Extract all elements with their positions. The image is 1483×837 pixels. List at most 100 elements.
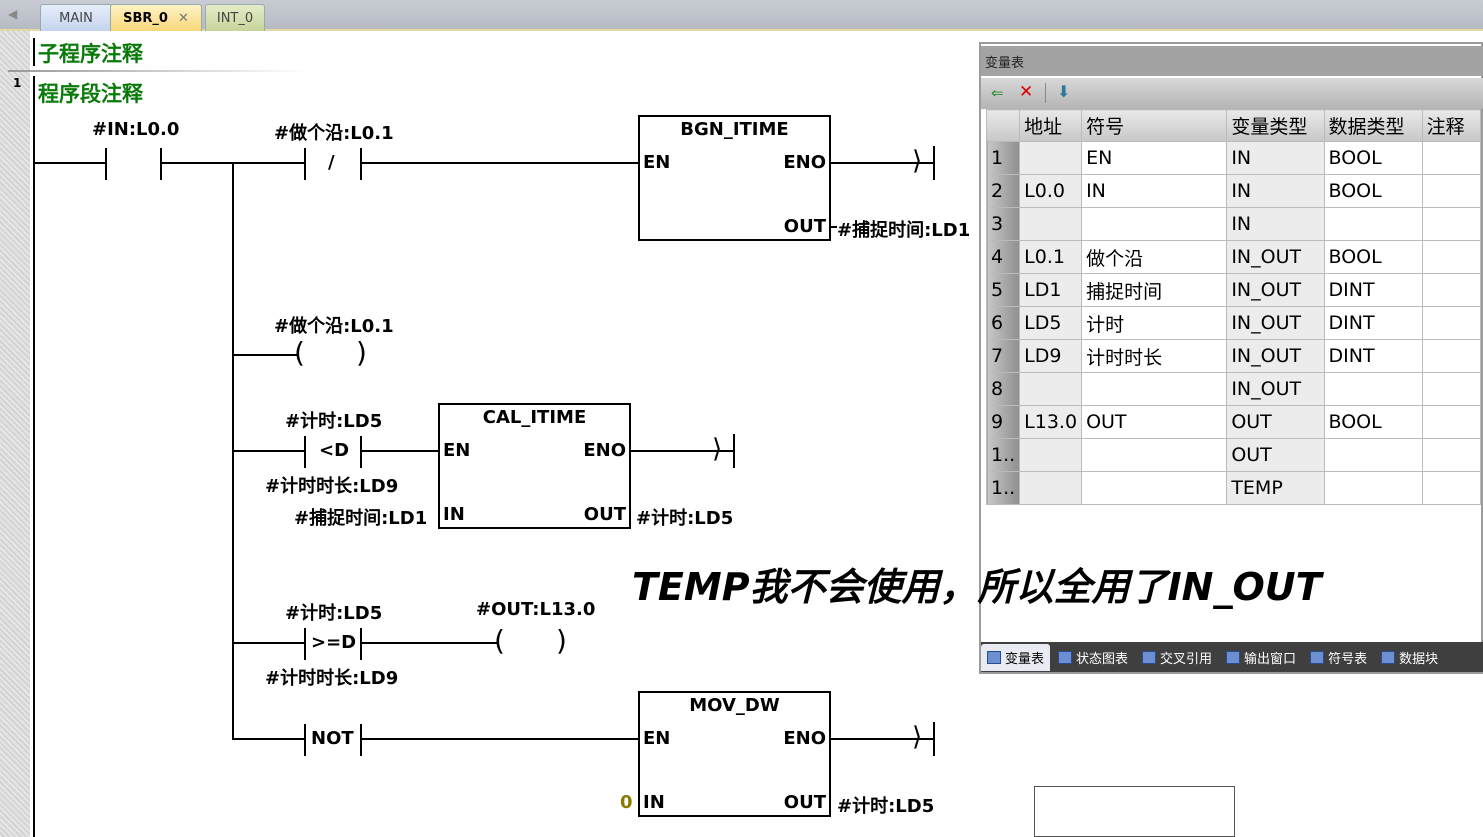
bottom-tab[interactable]: 交叉引用 (1136, 644, 1218, 671)
ncontact-label[interactable]: #做个沿:L0.1 (274, 123, 394, 144)
symbol-cell[interactable]: EN (1081, 141, 1228, 175)
data-type-cell[interactable] (1323, 207, 1423, 241)
data-type-cell[interactable]: BOOL (1323, 240, 1423, 274)
row-number[interactable]: 1 (985, 141, 1021, 175)
column-header[interactable]: 注释 (1421, 109, 1482, 142)
data-type-cell[interactable]: BOOL (1323, 174, 1423, 208)
symbol-cell[interactable] (1081, 471, 1228, 505)
var-type-cell[interactable]: IN (1226, 174, 1325, 208)
scroll-left-icon[interactable]: ◀ (8, 7, 18, 21)
table-row[interactable]: 8 IN_OUT (985, 372, 1482, 406)
symbol-cell[interactable] (1081, 438, 1228, 472)
out-var-label[interactable]: #捕捉时间:LD1 (837, 220, 971, 241)
row-number[interactable]: 1.. (985, 471, 1021, 505)
address-cell[interactable]: L13.0 (1019, 405, 1083, 439)
in-const[interactable]: 0 (620, 792, 633, 813)
insert-row-icon[interactable]: ⇐ (991, 84, 1004, 102)
address-cell[interactable]: LD1 (1019, 273, 1083, 307)
compare-bottom-label[interactable]: #计时时长:LD9 (265, 668, 399, 689)
row-number[interactable]: 7 (985, 339, 1021, 373)
comment-cell[interactable] (1421, 471, 1482, 505)
var-type-cell[interactable]: IN (1226, 141, 1325, 175)
var-type-cell[interactable]: OUT (1226, 438, 1325, 472)
comment-cell[interactable] (1421, 240, 1482, 274)
table-row[interactable]: 1.. OUT (985, 438, 1482, 472)
cal-itime-box[interactable]: CAL_ITIME EN ENO IN OUT (438, 403, 631, 529)
symbol-cell[interactable]: 计时 (1081, 306, 1228, 340)
in-var-label[interactable]: #捕捉时间:LD1 (294, 508, 428, 529)
row-number[interactable]: 3 (985, 207, 1021, 241)
symbol-cell[interactable] (1081, 372, 1228, 406)
data-type-cell[interactable]: DINT (1323, 273, 1423, 307)
column-header[interactable]: 变量类型 (1226, 109, 1325, 142)
var-type-cell[interactable]: OUT (1226, 405, 1325, 439)
symbol-cell[interactable]: 计时时长 (1081, 339, 1228, 373)
delete-row-icon[interactable]: ✕ (1019, 82, 1034, 102)
address-cell[interactable]: L0.1 (1019, 240, 1083, 274)
contact-in-label[interactable]: #IN:L0.0 (92, 119, 180, 140)
symbol-cell[interactable]: 捕捉时间 (1081, 273, 1228, 307)
var-type-cell[interactable]: IN (1226, 207, 1325, 241)
comment-cell[interactable] (1421, 273, 1482, 307)
comment-cell[interactable] (1421, 438, 1482, 472)
mov-dw-box[interactable]: MOV_DW EN ENO IN OUT (638, 691, 831, 817)
row-number[interactable]: 9 (985, 405, 1021, 439)
address-cell[interactable]: LD5 (1019, 306, 1083, 340)
row-number[interactable]: 1.. (985, 438, 1021, 472)
bottom-tab[interactable]: 输出窗口 (1220, 644, 1302, 671)
row-number[interactable]: 5 (985, 273, 1021, 307)
symbol-cell[interactable] (1081, 207, 1228, 241)
comment-cell[interactable] (1421, 339, 1482, 373)
symbol-cell[interactable]: 做个沿 (1081, 240, 1228, 274)
subroutine-comment[interactable]: 子程序注释 (38, 42, 143, 66)
bottom-tab[interactable]: 变量表 (981, 643, 1051, 671)
comment-cell[interactable] (1421, 405, 1482, 439)
out-var-label[interactable]: #计时:LD5 (837, 796, 935, 817)
coil-label[interactable]: #OUT:L13.0 (476, 599, 596, 620)
close-icon[interactable]: ✕ (177, 10, 189, 26)
comment-cell[interactable] (1421, 306, 1482, 340)
comment-cell[interactable] (1421, 207, 1482, 241)
data-type-cell[interactable]: DINT (1323, 306, 1423, 340)
column-header[interactable]: 地址 (1019, 109, 1083, 142)
bottom-tab[interactable]: 符号表 (1304, 644, 1373, 671)
column-header[interactable]: 数据类型 (1323, 109, 1423, 142)
var-type-cell[interactable]: IN_OUT (1226, 273, 1325, 307)
var-type-cell[interactable]: IN_OUT (1226, 339, 1325, 373)
row-number[interactable]: 6 (985, 306, 1021, 340)
var-type-cell[interactable]: IN_OUT (1226, 306, 1325, 340)
compare-top-label[interactable]: #计时:LD5 (285, 603, 383, 624)
address-cell[interactable] (1019, 141, 1083, 175)
import-icon[interactable]: ⬇ (1057, 82, 1071, 101)
address-cell[interactable] (1019, 207, 1083, 241)
address-cell[interactable]: L0.0 (1019, 174, 1083, 208)
row-number[interactable]: 8 (985, 372, 1021, 406)
compare-bottom-label[interactable]: #计时时长:LD9 (265, 476, 399, 497)
bottom-tab[interactable]: 数据块 (1375, 644, 1444, 671)
symbol-cell[interactable]: OUT (1081, 405, 1228, 439)
bottom-tab[interactable]: 状态图表 (1052, 644, 1134, 671)
table-row[interactable]: 1.. TEMP (985, 471, 1482, 505)
data-type-cell[interactable]: DINT (1323, 339, 1423, 373)
out-var-label[interactable]: #计时:LD5 (636, 508, 734, 529)
comment-cell[interactable] (1421, 174, 1482, 208)
var-type-cell[interactable]: IN_OUT (1226, 372, 1325, 406)
address-cell[interactable]: LD9 (1019, 339, 1083, 373)
row-number[interactable]: 2 (985, 174, 1021, 208)
column-header[interactable]: 符号 (1081, 109, 1228, 142)
symbol-cell[interactable]: IN (1081, 174, 1228, 208)
comment-cell[interactable] (1421, 372, 1482, 406)
address-cell[interactable] (1019, 471, 1083, 505)
data-type-cell[interactable]: BOOL (1323, 141, 1423, 175)
data-type-cell[interactable] (1323, 471, 1423, 505)
var-type-cell[interactable]: TEMP (1226, 471, 1325, 505)
address-cell[interactable] (1019, 438, 1083, 472)
tab-sbr0[interactable]: SBR_0✕ (110, 4, 202, 31)
address-cell[interactable] (1019, 372, 1083, 406)
